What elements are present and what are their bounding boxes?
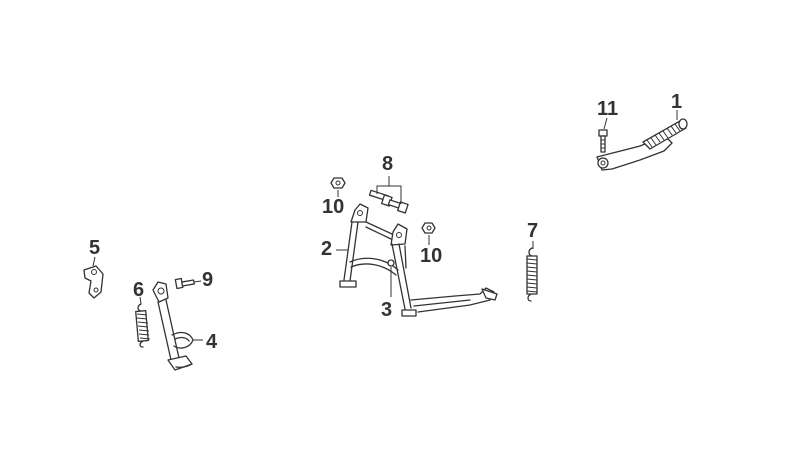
callout-10-right: 10	[420, 245, 443, 267]
callout-7: 7	[527, 220, 539, 242]
callout-9: 9	[202, 269, 214, 291]
callout-2: 2	[321, 238, 333, 260]
callout-11: 11	[597, 98, 619, 120]
part-7-spring	[526, 247, 538, 302]
callout-5: 5	[89, 237, 101, 259]
part-1-lever	[596, 118, 688, 171]
part-5-bracket	[83, 265, 104, 299]
callout-6: 6	[133, 279, 145, 301]
part-11-bolt	[598, 129, 608, 153]
part-6-spring	[135, 303, 151, 348]
leader-6	[139, 296, 142, 305]
part-4-side-stand	[152, 281, 194, 371]
part-2-main-stand	[339, 203, 498, 317]
part-9-bolt	[174, 277, 195, 290]
callout-4: 4	[206, 331, 218, 353]
callout-3: 3	[381, 299, 393, 321]
callout-8: 8	[382, 153, 394, 175]
callout-1: 1	[671, 91, 683, 113]
part-10-nut-right	[421, 222, 436, 234]
part-10-nut-left	[330, 177, 346, 189]
leader-9	[193, 280, 202, 283]
leader-5	[92, 256, 96, 267]
leader-11	[603, 117, 608, 130]
leader-8	[376, 176, 402, 204]
part-8-bolts	[368, 189, 409, 214]
callout-10-left: 10	[322, 196, 345, 218]
